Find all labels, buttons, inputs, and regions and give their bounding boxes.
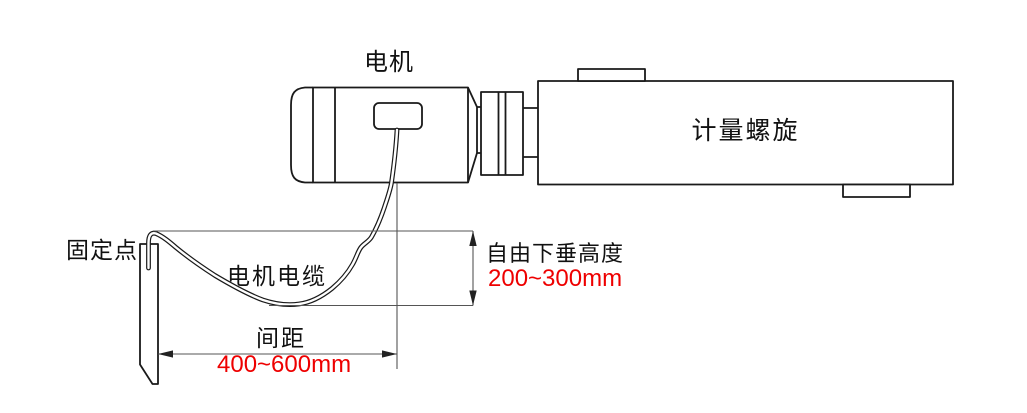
motor-shaft-taper bbox=[467, 87, 481, 183]
metering-screw-label: 计量螺旋 bbox=[691, 117, 800, 145]
sag-height-label: 自由下垂高度 bbox=[486, 241, 625, 266]
arrow-right-icon bbox=[382, 350, 397, 358]
arrow-up-icon bbox=[469, 231, 477, 246]
motor-label: 电机 bbox=[364, 49, 414, 76]
screw-top-flange bbox=[577, 68, 646, 82]
fixed-point-post bbox=[139, 243, 159, 385]
metering-screw-body bbox=[537, 80, 954, 186]
spacing-value: 400~600mm bbox=[217, 351, 352, 378]
arrow-left-icon bbox=[158, 350, 173, 358]
motor-cable-path bbox=[146, 127, 400, 307]
sag-height-value: 200~300mm bbox=[488, 265, 623, 292]
motor-cable-label: 电机电缆 bbox=[227, 263, 327, 289]
motor-bell-end bbox=[290, 86, 313, 184]
spacing-label: 间距 bbox=[256, 325, 306, 351]
motor-body bbox=[312, 86, 469, 184]
drive-shaft bbox=[523, 107, 538, 158]
arrow-down-icon bbox=[469, 290, 477, 306]
motor-junction-box bbox=[373, 102, 423, 130]
coupling-block bbox=[480, 91, 524, 176]
fixed-point-label: 固定点 bbox=[66, 237, 138, 263]
screw-bottom-flange bbox=[842, 183, 911, 198]
